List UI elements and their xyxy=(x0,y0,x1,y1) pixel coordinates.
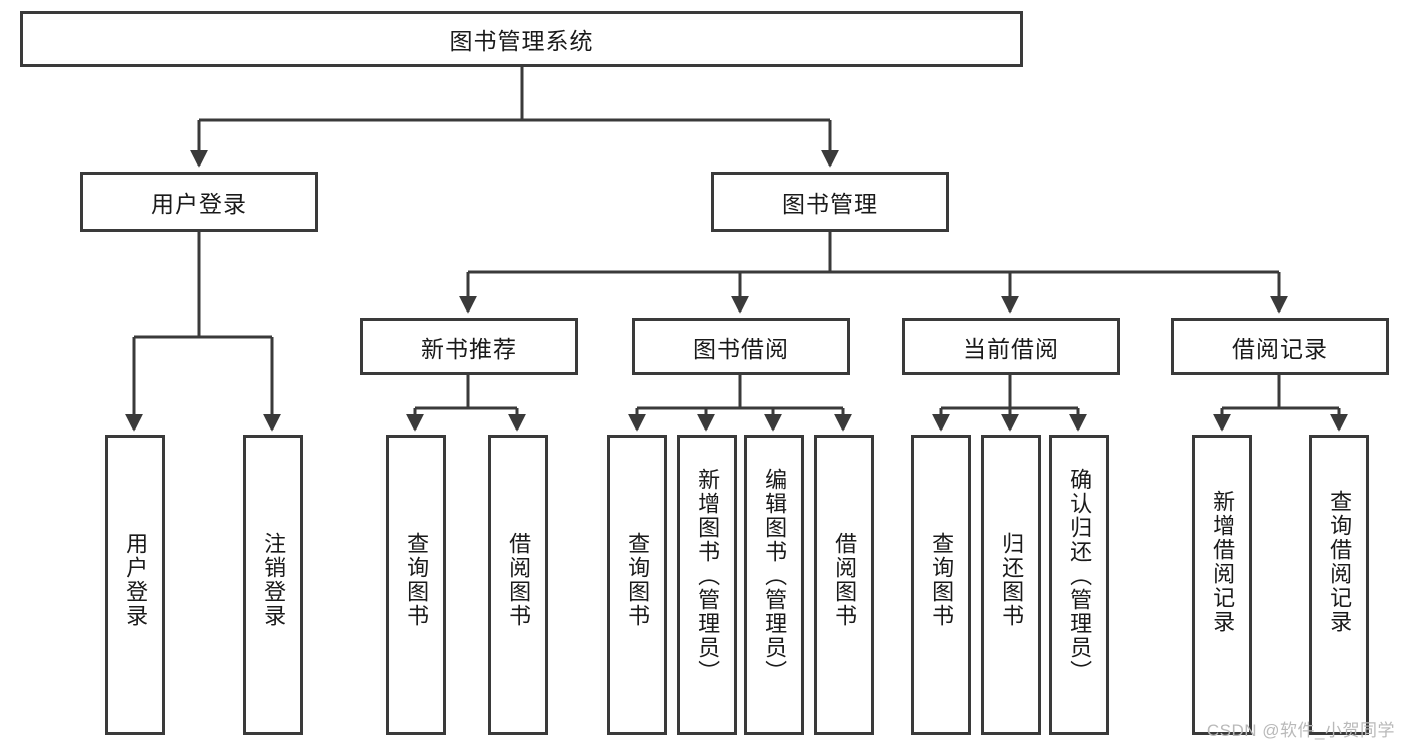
node-user-login-label: 用户登录 xyxy=(151,191,247,217)
leaf-record-add-record-label: 新增借阅记录 xyxy=(1210,490,1236,634)
leaf-record-add-record[interactable]: 新增借阅记录 xyxy=(1192,435,1252,735)
node-user-login[interactable]: 用户登录 xyxy=(80,172,318,232)
leaf-borrow-add-book[interactable]: 新增图书（管理员） xyxy=(677,435,737,735)
leaf-newbook-borrow-book-label: 借阅图书 xyxy=(506,532,532,628)
leaf-newbook-query-book-label: 查询图书 xyxy=(404,532,430,628)
leaf-user-login-signin[interactable]: 用户登录 xyxy=(105,435,165,735)
leaf-newbook-query-book[interactable]: 查询图书 xyxy=(386,435,446,735)
leaf-borrow-edit-book-label: 编辑图书（管理员） xyxy=(762,468,788,684)
node-book-borrow[interactable]: 图书借阅 xyxy=(632,318,850,375)
leaf-record-query-record[interactable]: 查询借阅记录 xyxy=(1309,435,1369,735)
leaf-user-login-signout-label: 注销登录 xyxy=(261,532,287,628)
leaf-current-confirm-return[interactable]: 确认归还（管理员） xyxy=(1049,435,1109,735)
node-book-management[interactable]: 图书管理 xyxy=(711,172,949,232)
leaf-newbook-borrow-book[interactable]: 借阅图书 xyxy=(488,435,548,735)
node-root-label: 图书管理系统 xyxy=(449,28,594,54)
leaf-current-query-book-label: 查询图书 xyxy=(929,532,955,628)
node-book-borrow-label: 图书借阅 xyxy=(693,335,789,362)
node-new-book-recommend[interactable]: 新书推荐 xyxy=(360,318,578,375)
leaf-record-query-record-label: 查询借阅记录 xyxy=(1327,490,1353,634)
leaf-borrow-query-book[interactable]: 查询图书 xyxy=(607,435,667,735)
leaf-borrow-edit-book[interactable]: 编辑图书（管理员） xyxy=(744,435,804,735)
leaf-user-login-signin-label: 用户登录 xyxy=(123,532,149,628)
node-borrow-record-label: 借阅记录 xyxy=(1232,335,1328,362)
leaf-user-login-signout[interactable]: 注销登录 xyxy=(243,435,303,735)
node-borrow-record[interactable]: 借阅记录 xyxy=(1171,318,1389,375)
leaf-borrow-query-book-label: 查询图书 xyxy=(625,532,651,628)
node-current-borrow[interactable]: 当前借阅 xyxy=(902,318,1120,375)
leaf-current-return-book-label: 归还图书 xyxy=(999,532,1025,628)
node-current-borrow-label: 当前借阅 xyxy=(963,335,1059,362)
leaf-borrow-borrow-book-label: 借阅图书 xyxy=(832,532,858,628)
node-book-management-label: 图书管理 xyxy=(782,191,878,217)
leaf-current-return-book[interactable]: 归还图书 xyxy=(981,435,1041,735)
leaf-current-query-book[interactable]: 查询图书 xyxy=(911,435,971,735)
leaf-borrow-borrow-book[interactable]: 借阅图书 xyxy=(814,435,874,735)
leaf-borrow-add-book-label: 新增图书（管理员） xyxy=(695,468,721,684)
node-new-book-recommend-label: 新书推荐 xyxy=(421,335,517,362)
watermark-text: CSDN @软件_小贺同学 xyxy=(1206,721,1395,740)
leaf-current-confirm-return-label: 确认归还（管理员） xyxy=(1067,468,1093,684)
node-root-system[interactable]: 图书管理系统 xyxy=(20,11,1023,67)
